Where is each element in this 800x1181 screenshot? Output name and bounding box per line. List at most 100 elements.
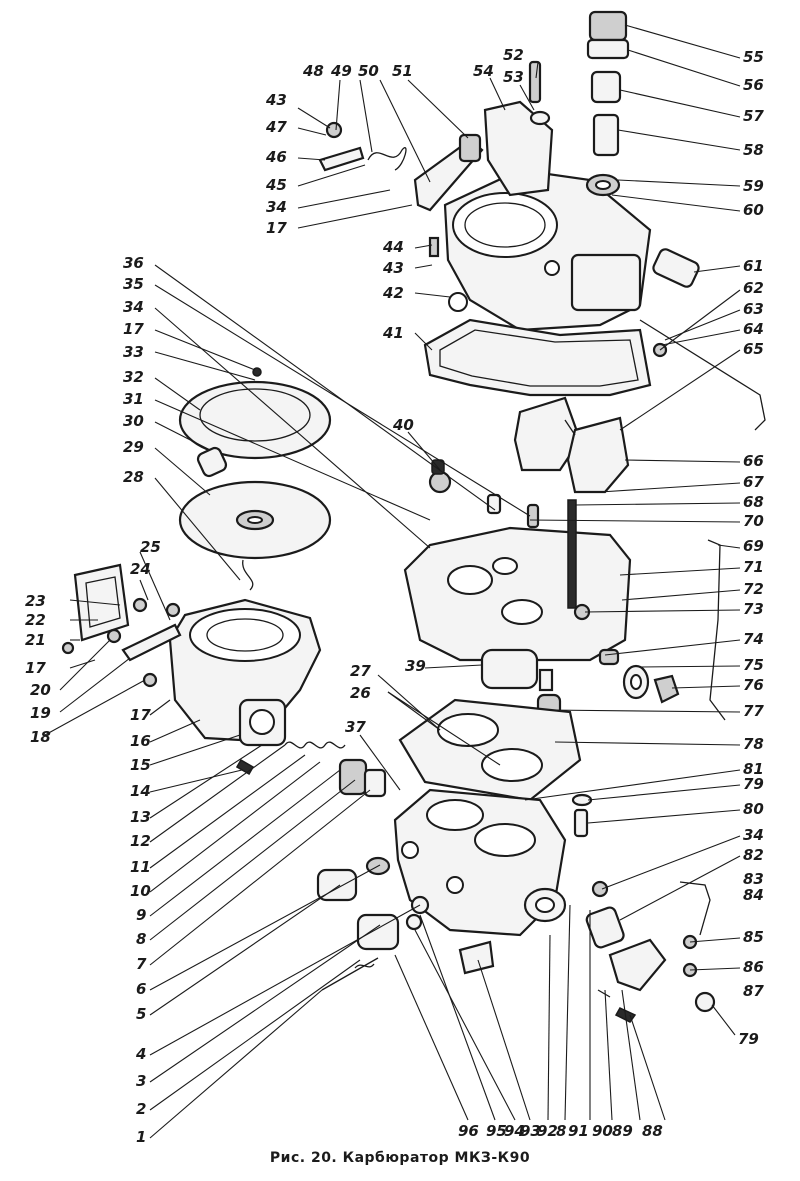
label-59: 59 <box>743 177 764 195</box>
label-90: 90 <box>592 1122 613 1140</box>
label-8-bottom: 8 <box>556 1122 566 1140</box>
pump-rod <box>707 539 726 721</box>
label-10: 10 <box>130 882 151 900</box>
label-69: 69 <box>743 537 764 555</box>
label-34-left: 34 <box>123 298 144 316</box>
label-2: 2 <box>136 1100 146 1118</box>
label-36: 36 <box>123 254 144 272</box>
top-fitting-stack <box>585 10 630 197</box>
label-13: 13 <box>130 808 151 826</box>
label-41: 41 <box>382 324 404 342</box>
label-29: 29 <box>123 438 144 456</box>
label-49: 49 <box>330 62 352 80</box>
label-8: 8 <box>136 930 146 948</box>
linkage-levers-top <box>318 60 554 258</box>
label-81: 81 <box>743 760 764 778</box>
label-72: 72 <box>743 580 764 598</box>
leader-lines <box>44 24 741 1139</box>
label-27: 27 <box>350 662 371 680</box>
label-58: 58 <box>743 141 764 159</box>
label-95: 95 <box>486 1122 507 1140</box>
label-78: 78 <box>743 735 764 753</box>
label-79-bottom: 79 <box>738 1030 759 1048</box>
label-65: 65 <box>743 340 764 358</box>
mixing-chamber-gasket <box>398 698 582 802</box>
label-67: 67 <box>743 473 764 491</box>
label-82: 82 <box>743 846 764 864</box>
label-89: 89 <box>612 1122 633 1140</box>
label-14: 14 <box>130 782 151 800</box>
part-labels: 55 56 57 58 59 60 61 62 63 64 65 66 67 6… <box>25 46 764 1146</box>
label-12: 12 <box>130 832 151 850</box>
label-83: 83 <box>743 870 764 888</box>
label-35: 35 <box>123 275 144 293</box>
label-17-top: 17 <box>266 219 287 237</box>
label-37: 37 <box>345 718 366 736</box>
label-85: 85 <box>743 928 764 946</box>
cover-plate <box>73 563 130 642</box>
label-34-right: 34 <box>743 826 764 844</box>
label-87: 87 <box>743 982 764 1000</box>
label-62: 62 <box>743 279 764 297</box>
label-5: 5 <box>136 1005 146 1023</box>
label-15: 15 <box>130 756 151 774</box>
float-chamber-body <box>403 499 632 690</box>
label-48: 48 <box>302 62 324 80</box>
label-75: 75 <box>743 656 764 674</box>
label-28: 28 <box>123 468 144 486</box>
throttle-body <box>393 788 567 937</box>
label-34-top: 34 <box>266 198 287 216</box>
label-44: 44 <box>382 238 404 256</box>
small-linkage-parts <box>61 597 182 688</box>
label-21: 21 <box>25 631 46 649</box>
label-68: 68 <box>743 493 764 511</box>
label-25: 25 <box>140 538 161 556</box>
label-79-top: 79 <box>743 775 764 793</box>
label-6: 6 <box>136 980 146 998</box>
label-17-far-left: 17 <box>25 659 46 677</box>
label-43-top: 43 <box>265 91 287 109</box>
label-52: 52 <box>503 46 524 64</box>
label-92: 92 <box>537 1122 558 1140</box>
label-91: 91 <box>568 1122 589 1140</box>
air-horn-cover <box>443 168 652 332</box>
label-56: 56 <box>743 76 764 94</box>
label-80: 80 <box>743 800 764 818</box>
diaphragm <box>178 480 332 591</box>
label-4: 4 <box>135 1045 146 1063</box>
floats <box>513 396 630 494</box>
economizer-housing <box>168 598 322 747</box>
float-rod <box>639 319 766 431</box>
figure-caption: Рис. 20. Карбюратор МКЗ-К90 <box>269 1150 531 1166</box>
label-40: 40 <box>392 416 414 434</box>
label-16: 16 <box>130 732 151 750</box>
label-93: 93 <box>520 1122 541 1140</box>
label-51: 51 <box>392 62 413 80</box>
label-66: 66 <box>743 452 764 470</box>
label-11: 11 <box>130 858 151 876</box>
fuel-inlet-fitting <box>652 248 700 288</box>
label-32: 32 <box>123 368 144 386</box>
label-46: 46 <box>265 148 287 166</box>
label-57: 57 <box>743 107 764 125</box>
label-43-mid: 43 <box>382 259 404 277</box>
label-30: 30 <box>123 412 144 430</box>
label-54: 54 <box>473 62 494 80</box>
label-23: 23 <box>25 592 46 610</box>
label-17-lower: 17 <box>130 706 151 724</box>
label-96: 96 <box>458 1122 479 1140</box>
label-42: 42 <box>382 284 404 302</box>
label-1: 1 <box>136 1128 146 1146</box>
label-55: 55 <box>743 48 764 66</box>
label-22: 22 <box>25 611 46 629</box>
label-3: 3 <box>136 1072 146 1090</box>
label-64: 64 <box>743 320 764 338</box>
label-53: 53 <box>503 68 524 86</box>
throttle-linkage-right <box>571 793 716 1023</box>
label-61: 61 <box>743 257 764 275</box>
label-74: 74 <box>743 630 764 648</box>
label-26: 26 <box>350 684 371 702</box>
label-76: 76 <box>743 676 764 694</box>
spring-and-valve-row <box>235 741 387 798</box>
label-24: 24 <box>130 560 151 578</box>
